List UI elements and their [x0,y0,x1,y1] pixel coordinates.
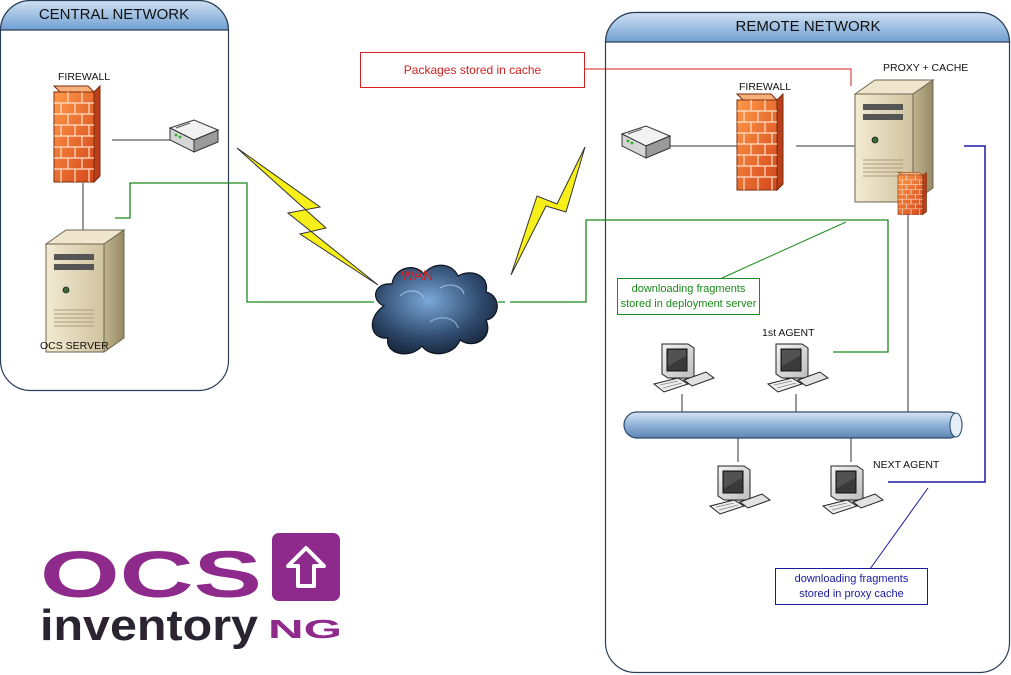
next-agent-label: NEXT AGENT [873,459,940,471]
deployment-server-note: downloading fragments stored in deployme… [617,278,760,315]
wan-label: WAN [401,267,434,283]
remote-network-header [604,11,1011,43]
ocs-inventory-logo: OCS inventory NG [40,533,342,650]
proxy-note-line1: downloading fragments [794,573,909,585]
proxy-cache-label: PROXY + CACHE [883,62,969,74]
logo-ocs-text: OCS [40,537,262,611]
upload-arrow-icon [272,533,340,601]
deployment-note-line1: downloading fragments [631,283,746,295]
ocs-server-icon [45,229,125,353]
first-agent-label: 1st AGENT [762,327,815,339]
central-network-header [0,0,230,31]
deployment-note-line2: stored in deployment server [620,298,757,310]
green-deployment-link [115,182,374,303]
central-firewall-icon [53,85,101,183]
cache-note-text: Packages stored in cache [403,63,542,77]
remote-firewall-icon [736,93,784,191]
lightning-icon [236,147,379,286]
remote-firewall-label: FIREWALL [739,81,792,93]
proxy-firewall-icon [897,171,927,215]
central-network-title: CENTRAL NETWORK [38,6,190,23]
remote-network-title: REMOTE NETWORK [735,18,881,35]
network-bus-icon [623,411,963,439]
red-cache-pointer [585,68,852,86]
blue-note-pointer [869,487,929,570]
wan-cloud-icon [371,264,498,355]
cache-note: Packages stored in cache [360,52,585,88]
central-firewall-label: FIREWALL [58,71,111,83]
logo-inventory-text: inventory [40,601,259,650]
ocs-server-label: OCS SERVER [40,340,109,352]
lightning-icon [510,146,586,276]
green-note-pointer [721,221,847,279]
blue-proxy-link [888,145,986,483]
proxy-cache-note: downloading fragments stored in proxy ca… [775,568,928,605]
logo-ng-text: NG [268,614,342,644]
proxy-note-line2: stored in proxy cache [799,588,904,600]
green-deployment-link-remote [510,219,889,353]
